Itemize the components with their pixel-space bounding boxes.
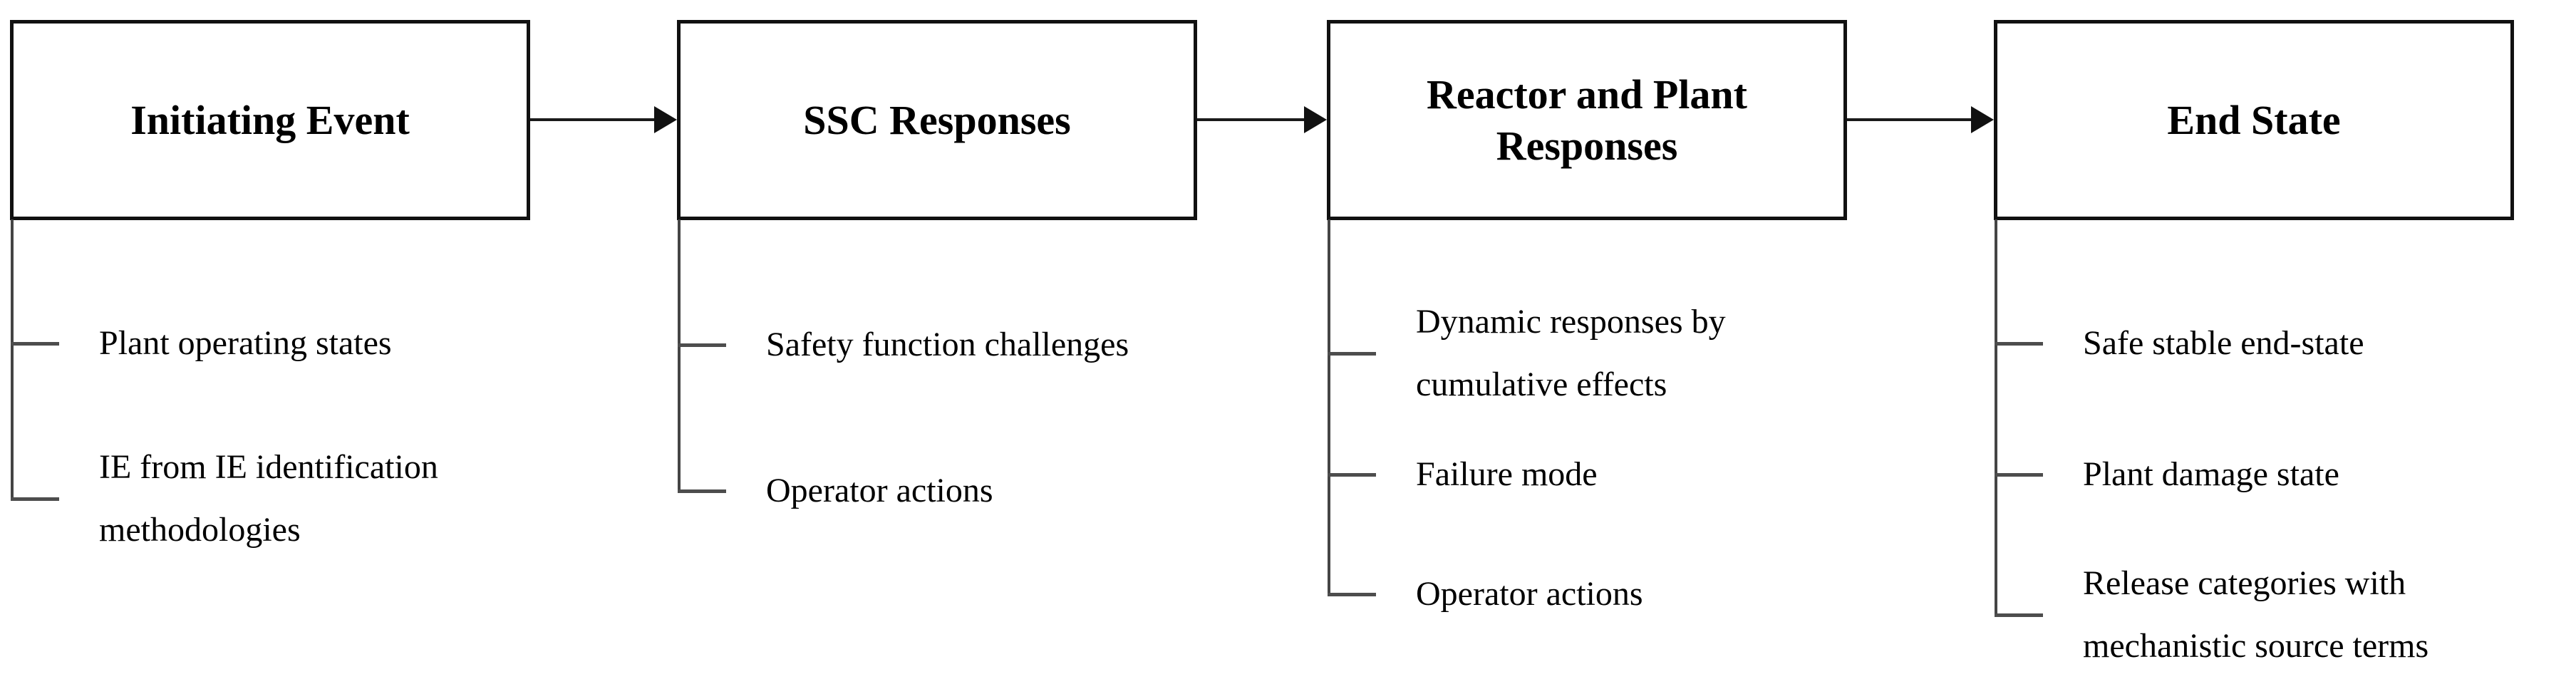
list-item-safe-stable-end-state: Safe stable end-state [2083, 324, 2364, 362]
arrow-line [1197, 118, 1307, 121]
arrow-right-icon [1304, 106, 1327, 133]
list-item-plant-damage-state: Plant damage state [2083, 455, 2339, 493]
connector-tick [1328, 352, 1376, 356]
list-item-failure-mode: Failure mode [1416, 455, 1598, 493]
list-item-plant-operating-states: Plant operating states [99, 324, 392, 362]
arrow-line [1847, 118, 1974, 121]
list-item-release-categories: Release categories with mechanistic sour… [2083, 564, 2429, 665]
ssc-responses-box: SSC Responses [677, 20, 1197, 220]
connector-tick [1995, 613, 2043, 617]
reactor-plant-responses-box: Reactor and Plant Responses [1327, 20, 1847, 220]
connector-tick [11, 497, 59, 501]
arrow-line [530, 118, 658, 121]
connector-line-end-state [1995, 219, 1997, 615]
list-item-operator-actions: Operator actions [766, 472, 993, 509]
connector-tick [678, 343, 726, 347]
connector-line-ssc-responses [678, 219, 681, 491]
list-item-ie-identification: IE from IE identification methodologies [99, 448, 438, 549]
arrow-right-icon [654, 106, 677, 133]
connector-tick [1995, 473, 2043, 477]
initiating-event-title: Initiating Event [130, 96, 410, 143]
connector-line-initiating-event [11, 219, 14, 501]
end-state-box: End State [1994, 20, 2514, 220]
end-state-title: End State [2167, 96, 2341, 143]
list-item-dynamic-responses: Dynamic responses by cumulative effects [1416, 303, 1726, 403]
connector-tick [678, 489, 726, 493]
ssc-responses-title: SSC Responses [803, 96, 1071, 143]
list-item-operator-actions: Operator actions [1416, 575, 1643, 613]
initiating-event-box: Initiating Event [10, 20, 530, 220]
connector-line-reactor-plant [1328, 219, 1330, 594]
arrow-right-icon [1971, 106, 1994, 133]
reactor-plant-responses-title: Reactor and Plant Responses [1426, 71, 1747, 169]
connector-tick [1328, 473, 1376, 477]
connector-tick [1995, 342, 2043, 346]
list-item-safety-function-challenges: Safety function challenges [766, 326, 1129, 363]
connector-tick [1328, 593, 1376, 596]
connector-tick [11, 342, 59, 346]
